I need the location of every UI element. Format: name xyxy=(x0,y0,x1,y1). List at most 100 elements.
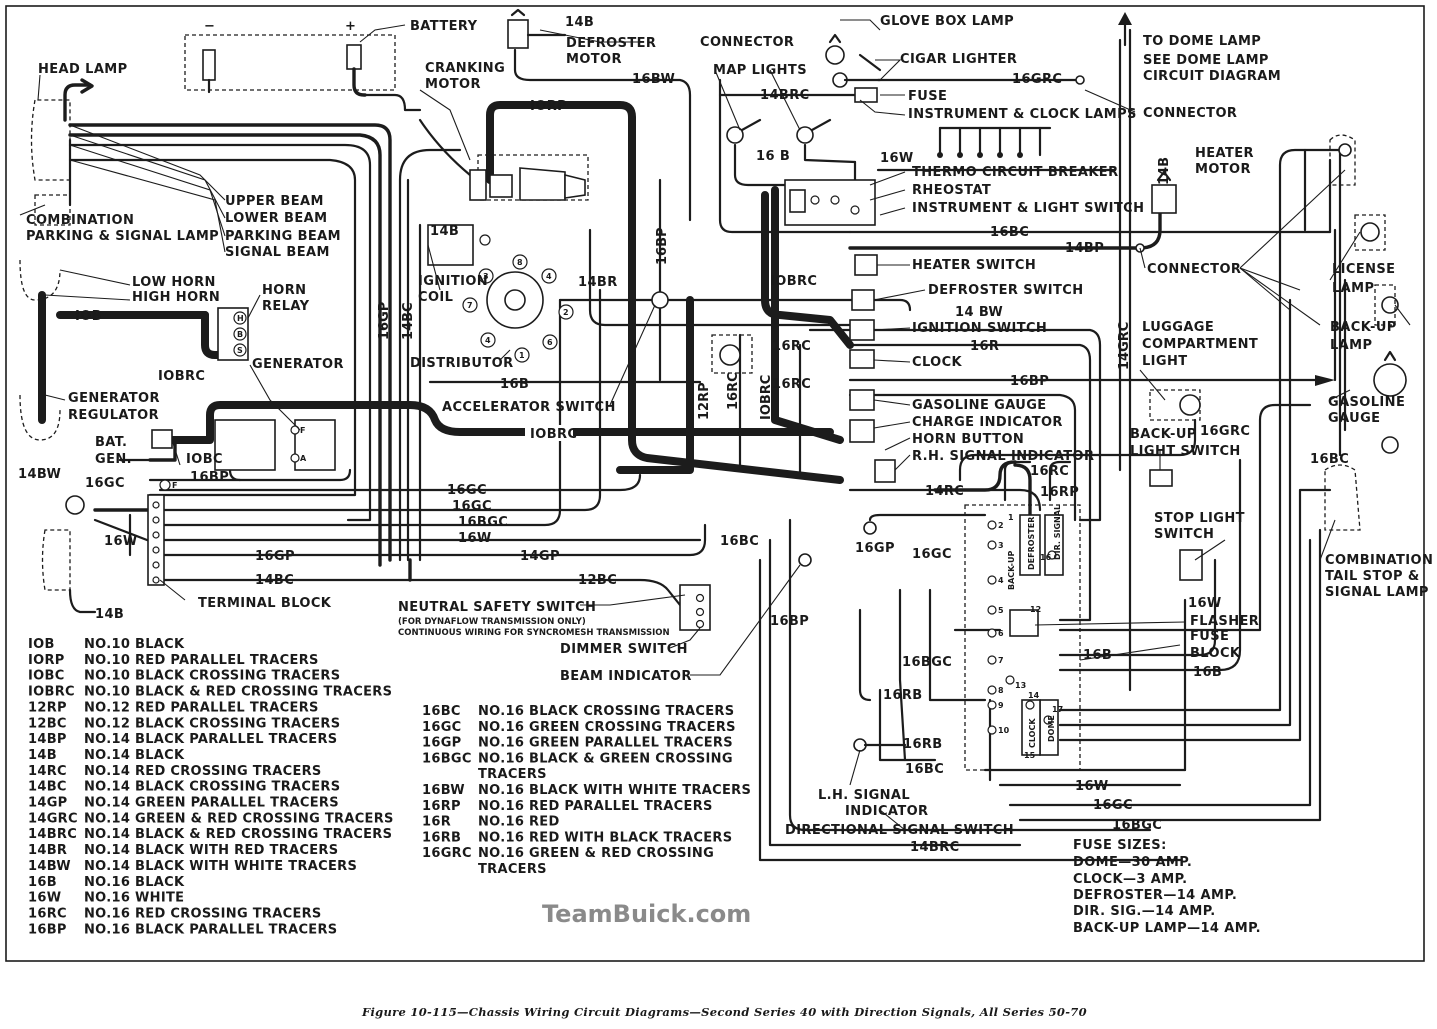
wire-16rc-a: 16RC xyxy=(772,339,811,354)
label-lower-beam: LOWER BEAM xyxy=(225,211,327,226)
svg-text:5: 5 xyxy=(998,606,1004,615)
wire-16gc-bot: 16GC xyxy=(1093,798,1133,813)
label-comb-tail-3: SIGNAL LAMP xyxy=(1325,585,1429,600)
label-to-dome-lamp: TO DOME LAMP xyxy=(1143,34,1261,49)
wire-16bc-mid: 16BC xyxy=(720,534,759,549)
svg-text:4: 4 xyxy=(485,336,491,345)
gen-f2-label: F xyxy=(172,481,177,490)
leader-lines xyxy=(19,19,1411,831)
gen-a-label: A xyxy=(300,454,307,463)
legend-left-desc: NO.16 BLACK PARALLEL TRACERS xyxy=(84,922,337,937)
label-defroster-switch: DEFROSTER SWITCH xyxy=(928,283,1084,298)
label-connector-mid: CONNECTOR xyxy=(1147,262,1241,277)
legend-right-desc: NO.16 GREEN & RED CROSSING xyxy=(478,846,714,861)
wire-16bp-left: 16BP xyxy=(190,470,229,485)
wire-14gp-h: 14GP xyxy=(520,549,560,564)
legend-left-code: 14GRC xyxy=(28,811,78,826)
label-heater-motor-1: HEATER xyxy=(1195,146,1254,161)
fuse-size-2: CLOCK—3 AMP. xyxy=(1073,872,1187,887)
component-labels: HEAD LAMP − + BATTERY DEFROSTER MOTOR CO… xyxy=(26,14,1433,838)
relay-h-label: H xyxy=(237,314,244,323)
legend-right-desc: NO.16 RED xyxy=(478,815,560,830)
svg-text:12: 12 xyxy=(1030,605,1041,614)
label-ignition-coil-2: COIL xyxy=(418,290,453,305)
label-horn-relay-1: HORN xyxy=(262,283,306,298)
label-directional-signal-switch: DIRECTIONAL SIGNAL SWITCH xyxy=(785,823,1014,838)
legend-left-code: 12RP xyxy=(28,700,67,715)
legend-right-desc: NO.16 BLACK CROSSING TRACERS xyxy=(478,704,734,719)
label-backup-light-switch-2: LIGHT SWITCH xyxy=(1130,444,1241,459)
svg-text:10: 10 xyxy=(998,726,1010,735)
wire-16gp-v: 16GP xyxy=(377,302,392,340)
legend-left-code: 14RC xyxy=(28,764,67,779)
relay-s-label: S xyxy=(237,346,243,355)
label-head-lamp: HEAD LAMP xyxy=(38,62,128,77)
label-license-lamp-1: LICENSE xyxy=(1332,262,1395,277)
wire-16b-mid: 16B xyxy=(500,377,529,392)
map-lights-symbols xyxy=(726,118,832,144)
label-fuse-block-2: BLOCK xyxy=(1190,646,1241,661)
fb-clock: CLOCK xyxy=(1028,718,1037,748)
legend-left-code: 14BW xyxy=(28,859,71,874)
label-lh-signal-2: INDICATOR xyxy=(845,804,928,819)
label-rh-signal-indicator: R.H. SIGNAL INDICATOR xyxy=(912,449,1094,464)
legend-right-desc-cont: TRACERS xyxy=(478,767,547,782)
wire-16gc-mid: 16GC xyxy=(447,483,487,498)
label-gasoline-gauge-r-1: GASOLINE xyxy=(1328,395,1405,410)
svg-text:3: 3 xyxy=(998,541,1004,550)
label-connector-right: CONNECTOR xyxy=(1143,106,1237,121)
relay-b-label: B xyxy=(237,330,243,339)
fuse-block-directional: 2 3 4 5 6 7 8 9 10 16 13 14 17 15 1 12 D… xyxy=(964,504,1081,771)
label-glove-box-lamp: GLOVE BOX LAMP xyxy=(880,14,1014,29)
gen-f-label: F xyxy=(300,426,305,435)
wire-16bgc-box: 16BGC xyxy=(902,655,952,670)
harness-wires xyxy=(68,28,1347,862)
label-map-lights: MAP LIGHTS xyxy=(713,63,807,78)
ignition-coil-symbol xyxy=(427,224,491,266)
fuse-size-4: DIR. SIG.—14 AMP. xyxy=(1073,904,1216,919)
label-low-horn: LOW HORN xyxy=(132,275,216,290)
label-instrument-clock-lamps: INSTRUMENT & CLOCK LAMPS xyxy=(908,107,1137,122)
label-comb-tail-1: COMBINATION xyxy=(1325,553,1433,568)
legend-right-code: 16BW xyxy=(422,783,465,798)
label-charge-indicator: CHARGE INDICATOR xyxy=(912,415,1063,430)
heater-motor-symbol xyxy=(1135,170,1177,253)
label-signal-beam: SIGNAL BEAM xyxy=(225,245,330,260)
legend-right-desc: NO.16 GREEN PARALLEL TRACERS xyxy=(478,736,733,751)
legend-left-desc: NO.12 BLACK CROSSING TRACERS xyxy=(84,716,340,731)
label-neutral-safety-switch: NEUTRAL SAFETY SWITCH xyxy=(398,600,596,615)
fuse-sizes-title: FUSE SIZES: xyxy=(1073,838,1167,853)
wire-12bc-h: 12BC xyxy=(578,573,617,588)
wire-16rp: 16RP xyxy=(1040,485,1079,500)
label-defroster-motor-2: MOTOR xyxy=(566,52,622,67)
wire-14bw-mid: 14 BW xyxy=(955,305,1003,320)
wire-16bp-box: 16BP xyxy=(770,614,809,629)
wire-16bgc-bot: 16BGC xyxy=(1112,818,1162,833)
label-thermo-circuit-breaker: THERMO CIRCUIT BREAKER xyxy=(912,165,1119,180)
svg-text:15: 15 xyxy=(1024,751,1036,760)
label-heater-motor-2: MOTOR xyxy=(1195,162,1251,177)
svg-text:2: 2 xyxy=(563,308,569,317)
label-fuse: FUSE xyxy=(908,89,947,104)
label-stop-light-switch-1: STOP LIGHT xyxy=(1154,511,1245,526)
legend-right-code: 16BC xyxy=(422,704,461,719)
legend-left-code: 14B xyxy=(28,748,57,763)
wire-16w-box: 16W xyxy=(1188,596,1222,611)
wire-16bc-far: 16BC xyxy=(1310,452,1349,467)
label-nss-note-2: CONTINUOUS WIRING FOR SYNCROMESH TRANSMI… xyxy=(398,628,670,638)
svg-text:4: 4 xyxy=(546,272,552,281)
label-defroster-motor-1: DEFROSTER xyxy=(566,36,656,51)
wire-12rp: 12RP xyxy=(697,382,712,420)
wire-10b: IOB xyxy=(75,309,102,324)
wire-10bc: IOBC xyxy=(186,452,223,467)
label-upper-beam: UPPER BEAM xyxy=(225,194,324,209)
label-backup-light-switch-1: BACK-UP xyxy=(1130,427,1197,442)
label-flasher: FLASHER xyxy=(1190,614,1259,629)
wire-code-labels: 14B 16BW 14BRC 16GRC IORP 16 B 16W 14B 1… xyxy=(18,12,1349,855)
wire-14bp-right: 14BP xyxy=(1065,241,1104,256)
wire-16b-box: 16B xyxy=(1083,648,1112,663)
label-distributor: DISTRIBUTOR xyxy=(410,356,514,371)
label-ignition-switch: IGNITION SWITCH xyxy=(912,321,1047,336)
label-generator-regulator-1: GENERATOR xyxy=(68,391,160,406)
